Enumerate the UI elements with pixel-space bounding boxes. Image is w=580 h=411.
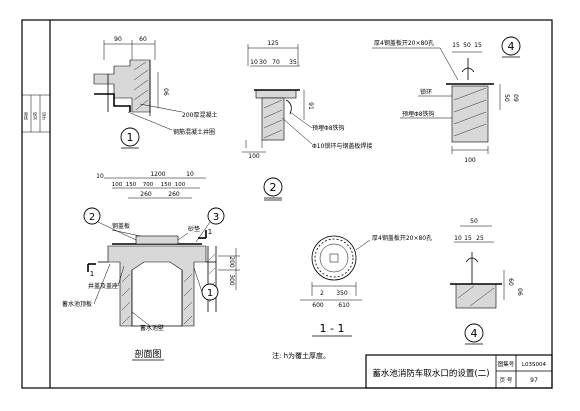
margin-label-design: 设计 (42, 111, 47, 121)
d4t-marker-number: 4 (508, 40, 515, 53)
d4b-marker-number: 4 (471, 327, 478, 340)
d4b-dim-50: 50 (470, 218, 478, 225)
sv-dim-100a: 100 (112, 182, 123, 188)
s11-dim-2: 2 (320, 290, 324, 297)
d4t-dim-50a: 50 (463, 42, 471, 49)
d4b-marker-bubble (464, 323, 484, 343)
sv-label-wall: 蓄水池壁 (140, 324, 164, 332)
d1-label-ring: 钢筋混凝土井圈 (173, 128, 215, 136)
d1-label-concrete: 200厚混凝土 (182, 111, 217, 119)
section-1-1-view: 厚4钢盖板开20×80孔 2 350 600 610 1 - 1 (300, 234, 432, 337)
d4t-dim-100: 100 (464, 157, 476, 164)
d4b-dim-10: 10 (454, 235, 462, 242)
d2-dim-30: 30 (259, 59, 267, 66)
d2-label-hook: 预埋Φ8铁钩 (312, 124, 345, 132)
detail-1-view: 90 60 06 1 200厚混凝土 钢筋混凝土井圈 (93, 36, 217, 149)
d4b-dim-60: 60 (507, 278, 514, 286)
sv-marker-1-number: 1 (207, 288, 213, 299)
margin-label-review: 审核 (24, 111, 29, 121)
d2-dim-35: 35 (289, 59, 297, 66)
title-block-page-no: 97 (530, 377, 538, 384)
sv-marker-3 (207, 207, 225, 225)
sv-marker-2-number: 2 (89, 212, 95, 223)
d4t-label-plate: 厚4钢盖板开20×80孔 (374, 39, 434, 47)
s11-label-plate: 厚4钢盖板开20×80孔 (372, 234, 432, 242)
d2-label-ring: Φ10锁环与钢盖板焊接 (312, 142, 372, 150)
sv-dim-150b: 150 (161, 182, 172, 188)
s11-dim-600: 600 (312, 302, 324, 309)
d4t-dim-50b: 50 (503, 94, 510, 102)
sv-label-roof: 蓄水池顶板 (62, 300, 92, 308)
s11-dim-610: 610 (338, 302, 350, 309)
detail-2-view: 125 10 30 70 35 91 100 预埋Φ8铁钩 Φ10锁环与钢盖板焊… (242, 40, 372, 201)
d4b-dim-25: 25 (476, 235, 484, 242)
d4t-dim-09: 09 (512, 94, 519, 102)
d4t-dim-15a: 15 (452, 42, 460, 49)
sv-dim-10b: 10 (186, 171, 194, 178)
d2-dim-10: 10 (250, 59, 258, 66)
d4t-dim-15b: 15 (474, 42, 482, 49)
d2-dim-70: 70 (272, 59, 280, 66)
detail-4-top-view: 15 50 15 厚4钢盖板开20×80孔 4 50 09 锁环 预埋Φ8铁钩 … (372, 36, 521, 164)
d1-dim-60: 60 (139, 36, 147, 43)
sv-dim-1200: 1200 (150, 171, 165, 178)
sv-marker-3-number: 3 (213, 212, 219, 223)
title-block: 蓄水池消防车取水口的设置(二) 图集号 L03S004 页 号 97 (365, 354, 553, 389)
title-block-page-label: 页 号 (500, 377, 513, 384)
sv-caption: 剖面图 (134, 348, 161, 360)
d2-dim-125: 125 (267, 40, 279, 47)
d2-marker-bubble (263, 177, 283, 197)
sv-dim-150a: 150 (126, 182, 137, 188)
sv-label-plate: 钢盖板 (112, 222, 130, 230)
sheet-border (21, 19, 553, 389)
drawing-note: 注: h为覆土厚度。 (272, 351, 330, 360)
s11-dim-350: 350 (336, 290, 348, 297)
d4b-dim-06: 06 (516, 288, 523, 296)
d4b-dim-15: 15 (464, 235, 472, 242)
margin-label-check: 校对 (33, 111, 38, 120)
d1-marker-number: 1 (127, 131, 134, 144)
d1-marker-bubble (120, 127, 140, 147)
sv-dim-260a: 260 (140, 191, 152, 198)
sv-dim-260b: 260 (168, 191, 180, 198)
sv-dim-10a: 10 (96, 173, 104, 180)
detail-4-bottom-view: 4 50 10 15 25 60 06 (450, 218, 523, 345)
title-block-drawing-title: 蓄水池消防车取水口的设置(二) (372, 368, 489, 379)
d2-dim-100-a: 100 (248, 153, 260, 160)
title-block-atlas-label: 图集号 (498, 360, 515, 368)
sv-dim-700: 700 (143, 182, 154, 188)
title-block-atlas-no: L03S004 (522, 362, 547, 368)
d2-dim-91: 91 (307, 102, 314, 110)
margin-signature-strip: 审核 校对 设计 (22, 94, 50, 133)
sv-dim-200: 200 (228, 256, 235, 268)
sv-label-lid: 井盖及盖座 (88, 282, 118, 290)
d1-dim-90: 90 (114, 36, 122, 43)
sv-section-mark-right: 1 (208, 228, 212, 236)
sv-section-mark-left: 1 (90, 270, 94, 278)
d4t-marker-bubble (501, 36, 521, 56)
d4t-label-hook: 预埋Φ8铁钩 (402, 110, 435, 118)
d4t-label-ring: 锁环 (420, 88, 432, 96)
d2-marker-number: 2 (270, 181, 277, 194)
sv-marker-2 (83, 207, 101, 225)
s11-caption: 1 - 1 (320, 322, 345, 335)
sv-dim-300: 300 (228, 274, 235, 286)
sv-dim-100b: 100 (175, 182, 186, 188)
sv-label-sand: 砂垫 (188, 225, 200, 233)
d1-dim-06: 06 (162, 88, 169, 96)
section-view: 10 1200 10 100 150 700 150 100 260 260 (62, 171, 240, 361)
